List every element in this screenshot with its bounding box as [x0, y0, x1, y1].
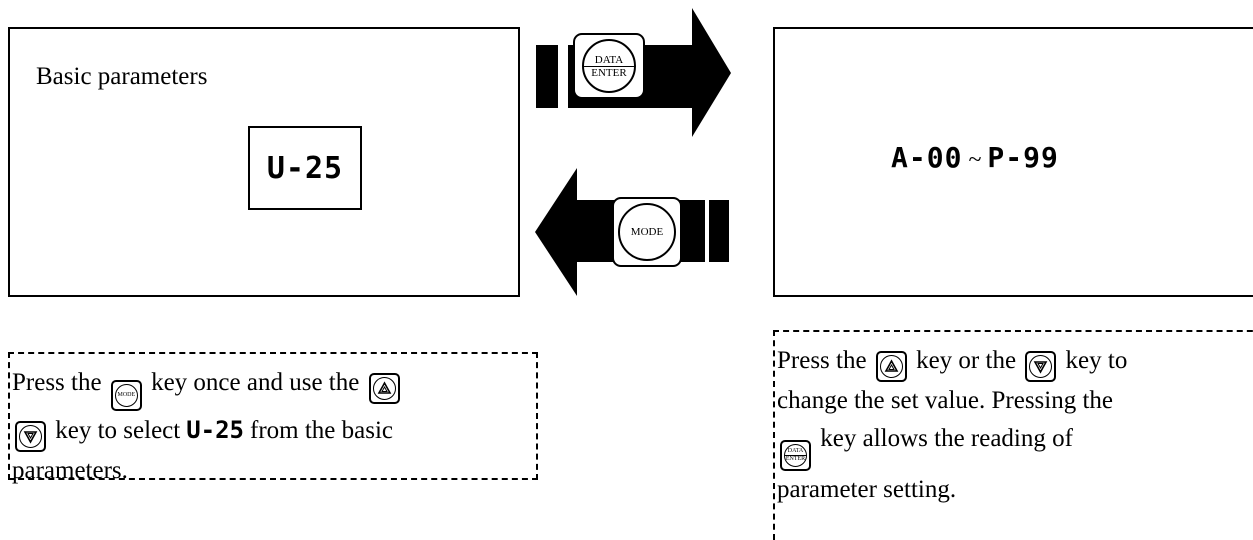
data-enter-key-button[interactable]: DATA ENTER [573, 33, 645, 99]
note-line: parameters. [12, 457, 128, 484]
range-end: P-99 [987, 141, 1059, 174]
parameter-range: A-00~P-99 [891, 141, 1059, 175]
range-start: A-00 [891, 141, 963, 174]
right-instruction-note: Press the key or the key to change the s… [773, 330, 1253, 540]
up-key-icon [875, 351, 907, 382]
note-line: Press the MODE key once and use the [12, 364, 536, 411]
note-line: parameter setting. [777, 476, 957, 503]
up-key-icon [368, 373, 400, 404]
down-key-icon [1025, 351, 1057, 382]
basic-parameters-panel: Basic parameters U-25 [8, 27, 520, 297]
display-value: U-25 [266, 150, 344, 186]
inline-code: U-25 [186, 416, 244, 444]
mode-key-icon: MODE [618, 203, 676, 261]
panel-title: Basic parameters [36, 63, 208, 90]
lcd-display: U-25 [248, 126, 362, 210]
range-separator: ~ [968, 147, 982, 173]
left-instruction-note: Press the MODE key once and use the key … [8, 352, 538, 484]
note-line: change the set value. Pressing the [777, 387, 1114, 414]
parameter-range-panel: A-00~P-99 [773, 27, 1253, 297]
note-line: Press the key or the key to [777, 342, 1253, 382]
mode-key-icon: MODE [110, 380, 142, 411]
data-enter-key-icon: DATA ENTER [582, 39, 636, 93]
down-key-icon [15, 421, 46, 452]
mode-key-button[interactable]: MODE [612, 197, 682, 267]
